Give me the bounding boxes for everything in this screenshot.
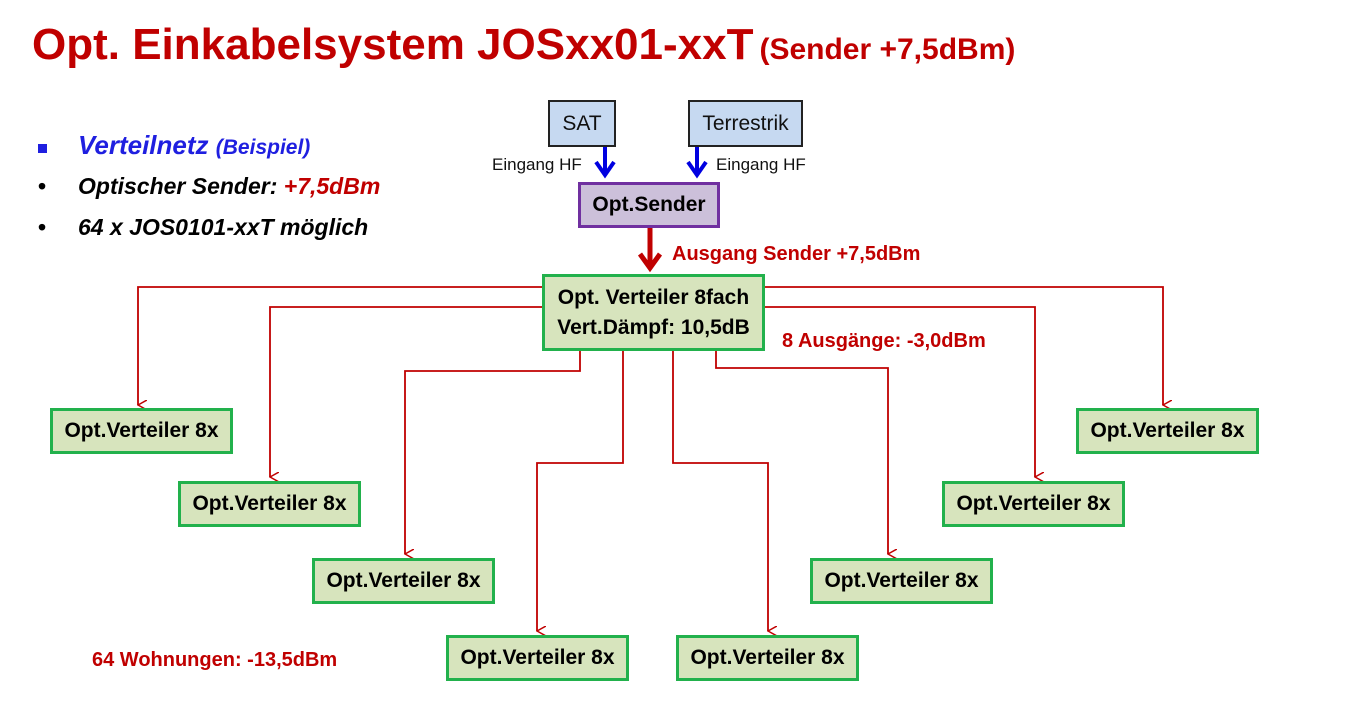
bullet-suffix: (Beispiel) <box>215 136 311 159</box>
main-splitter-box: Opt. Verteiler 8fach Vert.Dämpf: 10,5dB <box>542 274 765 351</box>
title-main: Opt. Einkabelsystem JOSxx01-xxT <box>32 20 754 69</box>
title-sub: (Sender +7,5dBm) <box>759 33 1016 66</box>
optical-sender-box: Opt.Sender <box>578 182 720 228</box>
fiber-lines <box>138 286 1163 631</box>
sat-input-label: Eingang HF <box>492 155 582 174</box>
sub-splitter-box: Opt.Verteiler 8x <box>942 481 1125 527</box>
sub-splitter-box: Opt.Verteiler 8x <box>1076 408 1259 454</box>
blue-input-arrows <box>594 146 708 179</box>
sub-splitter-box: Opt.Verteiler 8x <box>312 558 495 604</box>
sat-source-box: SAT <box>548 100 616 147</box>
main-splitter-title: Opt. Verteiler 8fach <box>557 285 750 309</box>
sub-splitter-box: Opt.Verteiler 8x <box>446 635 629 681</box>
sender-output-arrow-icon <box>637 227 663 273</box>
sender-output-label: Ausgang Sender +7,5dBm <box>672 243 921 265</box>
bullet-text: Optischer Sender: <box>78 173 284 199</box>
dot-bullet-icon: • <box>38 173 47 199</box>
terrestrik-arrow-icon <box>686 146 708 179</box>
sub-splitter-box: Opt.Verteiler 8x <box>178 481 361 527</box>
bullet-text: Verteilnetz <box>78 130 209 160</box>
bullet-text: 64 x JOS0101-xxT möglich <box>78 214 369 240</box>
square-bullet-icon <box>38 128 68 162</box>
bullet-value: +7,5dBm <box>283 173 381 199</box>
terrestrik-input-label: Eingang HF <box>716 155 806 174</box>
sat-arrow-icon <box>594 146 616 179</box>
main-splitter-attenuation: Vert.Dämpf: 10,5dB <box>557 315 750 339</box>
dot-bullet-icon: • <box>38 214 47 240</box>
page-title: Opt. Einkabelsystem JOSxx01-xxT(Sender +… <box>32 20 1015 70</box>
sub-splitter-box: Opt.Verteiler 8x <box>50 408 233 454</box>
sub-splitter-box: Opt.Verteiler 8x <box>810 558 993 604</box>
sub-splitter-box: Opt.Verteiler 8x <box>676 635 859 681</box>
apartments-label: 64 Wohnungen: -13,5dBm <box>92 649 338 671</box>
outputs-label: 8 Ausgänge: -3,0dBm <box>782 330 986 352</box>
terrestrik-source-box: Terrestrik <box>688 100 803 147</box>
